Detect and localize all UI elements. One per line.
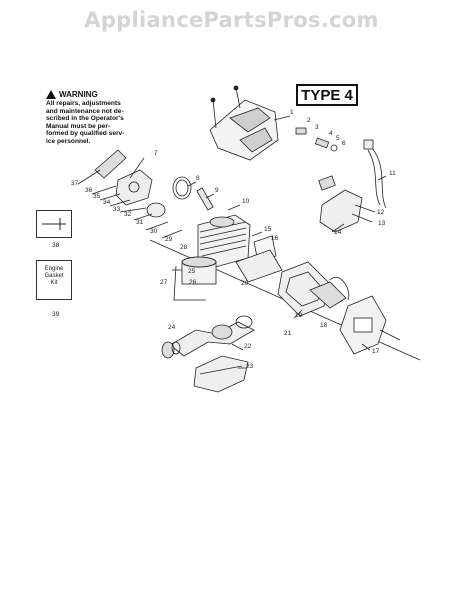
callout-12: 12: [377, 209, 385, 216]
callout-20: 20: [241, 280, 249, 287]
kit-line: Engine: [44, 266, 64, 272]
callout-17: 17: [372, 348, 380, 355]
callout-4: 4: [329, 130, 333, 137]
callout-28: 28: [180, 244, 188, 251]
warning-title-row: WARNING: [46, 90, 146, 99]
callout-31: 31: [136, 219, 144, 226]
ignition-module-part: [319, 189, 363, 233]
callout-13: 13: [378, 220, 386, 227]
carburetor-part: [115, 169, 153, 206]
callout-21: 21: [284, 330, 292, 337]
callout-37: 37: [71, 180, 79, 187]
crankcase-part: [193, 355, 249, 393]
type-label: TYPE 4: [296, 84, 358, 106]
callout-38: 38: [52, 242, 60, 249]
callout-18: 18: [320, 322, 328, 329]
watermark: AppliancePartsPros.com: [84, 8, 379, 32]
callout-30: 30: [150, 228, 158, 235]
callout-16: 16: [271, 235, 279, 242]
callout-35: 35: [93, 193, 101, 200]
warning-line: All repairs, adjustments: [46, 100, 121, 107]
warning-line: ice personnel.: [46, 137, 91, 145]
warning-line: Manual must be per-: [46, 122, 111, 130]
callout-19: 19: [295, 312, 303, 319]
callout-6: 6: [342, 140, 346, 147]
callout-11: 11: [389, 170, 396, 177]
callout-26: 26: [189, 279, 197, 286]
callout-8: 8: [196, 175, 200, 182]
callout-24: 24: [168, 324, 176, 331]
tool-box: [36, 210, 72, 238]
callout-10: 10: [242, 198, 250, 205]
callout-23: 23: [246, 363, 254, 370]
warning-line: and maintenance not de-: [46, 107, 124, 115]
callout-1: 1: [290, 109, 294, 116]
callout-2: 2: [307, 117, 311, 124]
callout-27: 27: [160, 279, 168, 286]
tool-icon: [42, 218, 66, 230]
warning-line: formed by qualified serv-: [46, 130, 125, 138]
warning-line: scribed in the Operator's: [46, 115, 124, 123]
callout-32: 32: [124, 211, 132, 218]
callout-15: 15: [264, 226, 272, 233]
warning-icon: [46, 90, 56, 99]
callout-25: 25: [188, 268, 196, 275]
callout-36: 36: [85, 187, 93, 194]
callout-7: 7: [154, 150, 158, 157]
kit-line: Gasket: [44, 273, 64, 279]
top-cover-part: [209, 99, 279, 161]
callout-34: 34: [103, 199, 111, 206]
kit-line: Kit: [50, 280, 58, 286]
warning-title: WARNING: [59, 89, 98, 99]
callout-39: 39: [52, 311, 60, 318]
muffler-part: [277, 261, 331, 317]
crankshaft-part: [169, 321, 255, 357]
callout-29: 29: [165, 236, 173, 243]
callout-5: 5: [336, 135, 340, 142]
callout-9: 9: [215, 187, 219, 194]
callout-14: 14: [334, 229, 342, 236]
warning-block: WARNING All repairs, adjustments and mai…: [46, 90, 146, 146]
gasket-kit-box: Engine Gasket Kit: [36, 260, 72, 300]
callout-3: 3: [315, 124, 319, 131]
callout-22: 22: [244, 343, 252, 350]
callout-33: 33: [113, 206, 121, 213]
